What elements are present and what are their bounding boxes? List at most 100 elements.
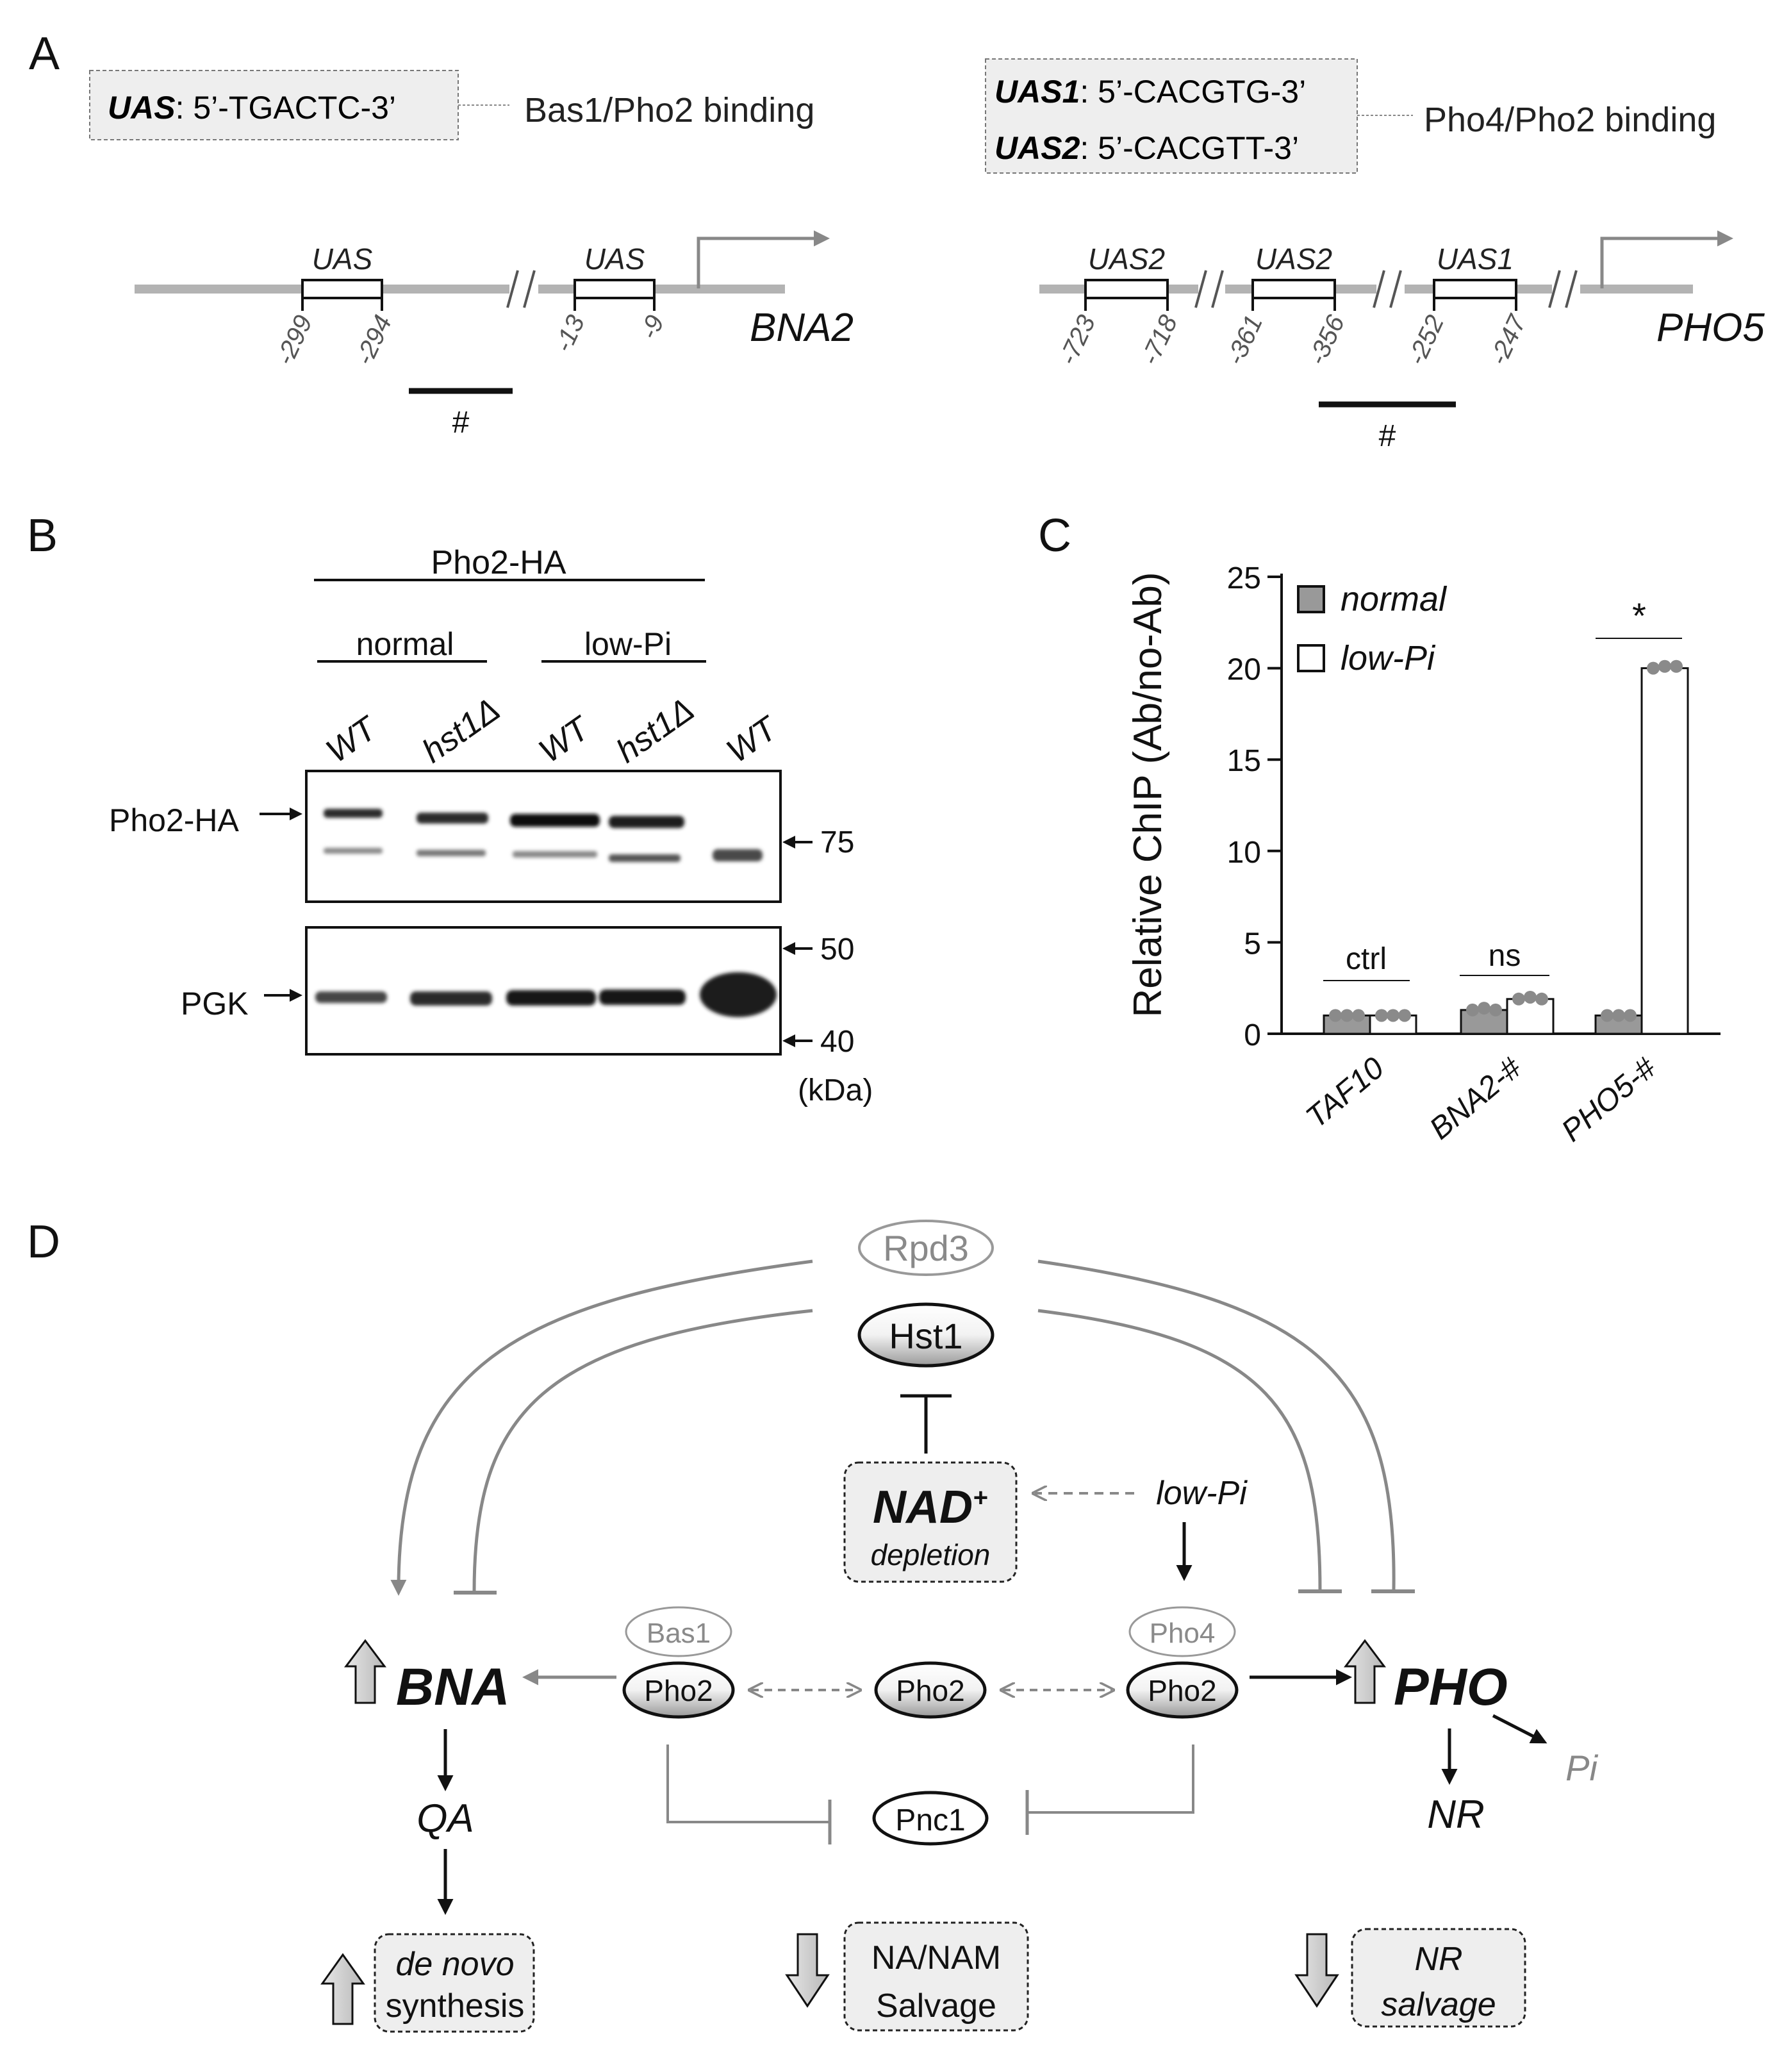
pnc1-node [872,1791,989,1846]
na-nam-line-1: NA/NAM [871,1939,1001,1977]
chart-point [1658,659,1671,673]
marker-unit: (kDa) [798,1073,873,1107]
chart-point [1524,990,1537,1004]
panel-c: C Relative ChIP (Ab/no-Ab) 0510152025TAF… [1038,510,1721,1148]
condition-normal: normal [356,626,454,662]
bna2-uas-box-1 [301,279,383,299]
chart-point [1489,1003,1502,1016]
pho5-uas2-box-1 [1084,279,1169,299]
chart-point [1341,1009,1353,1022]
chart-y-tick-label: 25 [1227,561,1261,595]
nr-salvage-line-1: NR [1414,1941,1462,1978]
svg-text:UAS2: 5’-CACGTT-3’: UAS2: 5’-CACGTT-3’ [995,130,1299,166]
panel-b: B Pho2-HA normal low-Pi WT hst1Δ WT hst1… [27,510,873,1107]
pho2-right-node [1126,1661,1239,1719]
uas1-seq: : 5’-CACGTG-3’ [1080,74,1306,110]
nad-depletion-box [843,1461,1018,1583]
pho2-left-label: Pho2 [644,1674,713,1707]
chart-annotation: ctrl [1346,942,1387,976]
rpd3-label: Rpd3 [883,1228,969,1268]
chart-y-tick-label: 0 [1244,1018,1261,1052]
pho5-break-mark-2 [1373,270,1402,308]
depletion-label: depletion [871,1538,991,1571]
rpd3-node [858,1220,994,1276]
nr-salvage-box [1351,1928,1526,2028]
bna2-uas-label-2: UAS [584,242,645,276]
bna-up-arrow [344,1639,386,1704]
marker-40: 40 [820,1025,854,1059]
chart-y-tick-label: 5 [1244,927,1261,961]
bna2-tss-arrow [697,230,830,288]
pho-uas-box: UAS1: 5’-CACGTG-3’ UAS2: 5’-CACGTT-3’ [985,58,1358,174]
bna2-pos-3: -13 [549,311,590,356]
bna2-pos-2: -294 [350,311,397,369]
bna-label: BNA [396,1658,510,1716]
panel-a: A UAS: 5’-TGACTC-3’ Bas1/Pho2 binding UA… [29,28,1765,453]
pnc1-label: Pnc1 [895,1803,965,1837]
pho5-pos-2: -718 [1135,311,1183,370]
panel-d-letter: D [27,1216,60,1268]
chart-point [1670,659,1683,673]
bas1-uas-seq: : 5’-TGACTC-3’ [176,90,396,126]
pho5-pos-4: -356 [1303,311,1350,370]
condition-low-pi: low-Pi [584,626,672,662]
bna2-uas-label-1: UAS [312,242,373,276]
bna2-break-mark [506,270,536,308]
pho2-left-represses-pnc1 [666,1745,830,1823]
chart-point [1647,661,1660,675]
chart-legend-swatch [1297,644,1325,672]
bna2-pos-1: -299 [270,311,318,369]
chart-point [1535,992,1548,1006]
pho5-amplicon-label: # [1379,419,1396,453]
pho5-pos-1: -723 [1053,311,1101,369]
pho5-uas-label-1: UAS2 [1088,242,1165,276]
pho4-node [1128,1606,1236,1657]
chart-point [1375,1009,1388,1022]
pho2-center-node [874,1661,987,1719]
bna2-gene-label: BNA2 [750,306,854,350]
blot1-label: Pho2-HA [109,802,240,838]
hst1-label: Hst1 [889,1316,962,1356]
chart-x-tick-label: BNA2-# [1423,1050,1528,1146]
chart-legend-label: normal [1341,580,1448,618]
na-nam-box [843,1921,1029,2032]
pho5-break-mark-3 [1548,270,1578,308]
svg-text:UAS: 5’-TGACTC-3’: UAS: 5’-TGACTC-3’ [108,90,396,126]
pho5-uas-label-3: UAS1 [1437,242,1514,276]
chart-y-tick-label: 15 [1227,744,1261,778]
lane-3-label: WT [532,709,598,770]
nr-salvage-line-2: salvage [1381,1986,1496,2023]
bna2-promoter-diagram: UAS UAS BNA2 -299 -294 -13 -9 # [135,230,854,440]
rpd3-to-pho-repression [1037,1259,1396,1590]
hst1-to-bna-repression [472,1309,813,1592]
lane-1-label: WT [320,709,385,770]
pho4-label: Pho4 [1150,1618,1216,1649]
pho2-left-node [622,1661,735,1719]
pho5-uas2-box-2 [1251,279,1336,299]
chart-point [1478,1002,1490,1015]
chart-point [1601,1009,1614,1022]
panel-d: D Rpd3 Hst1 NAD+ depletion low-Pi Bas1 P… [27,1216,1598,2033]
panel-c-letter: C [1038,510,1071,561]
qa-label: QA [417,1796,474,1841]
chart-legend-swatch [1297,585,1325,613]
marker-75: 75 [820,825,854,859]
chart-point [1398,1009,1411,1022]
chart-x-tick-label: TAF10 [1300,1051,1391,1135]
pho5-pos-3: -361 [1221,311,1268,369]
blot2-bands [315,972,777,1017]
uas1-label: UAS1 [995,74,1080,110]
chart-annotation: ns [1489,939,1521,973]
uas2-seq: : 5’-CACGTT-3’ [1080,130,1299,166]
pho5-pos-6: -247 [1484,310,1531,370]
blot1-bands [324,809,763,862]
lane-4-label: hst1Δ [610,691,701,770]
blot-pgk [305,926,782,1056]
bas1-uas-box: UAS: 5’-TGACTC-3’ [89,70,459,140]
blot-pho2-ha [305,770,782,903]
lane-5-label: WT [720,709,786,770]
low-pi-label: low-Pi [1156,1475,1248,1512]
chart-legend-label: low-Pi [1341,639,1436,677]
chart-point [1387,1009,1399,1022]
